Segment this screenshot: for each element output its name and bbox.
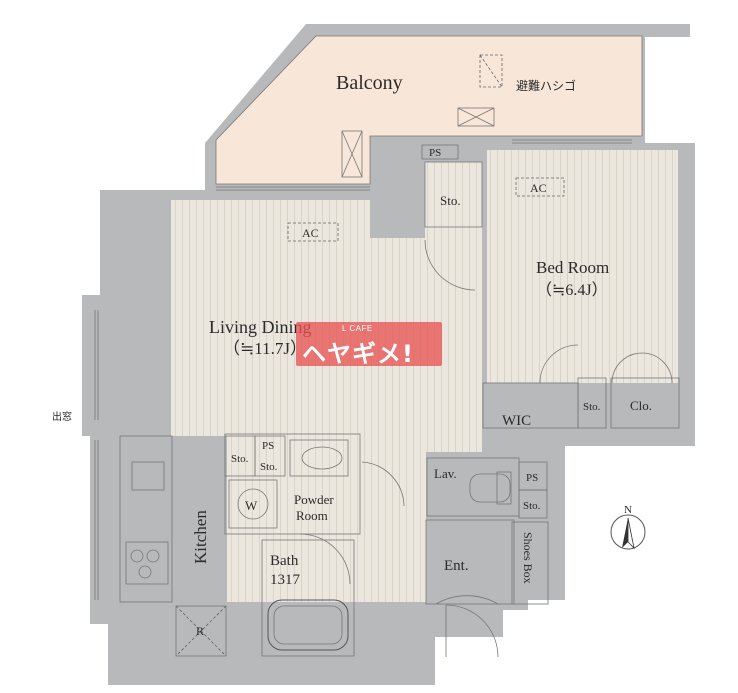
- bed-room-label: Bed Room: [536, 258, 609, 277]
- ac-bedroom-label: AC: [530, 181, 547, 195]
- sto-lav-label: Sto.: [523, 500, 541, 512]
- living-dining-size-label: （≒11.7J）: [223, 339, 307, 358]
- clo-label: Clo.: [630, 398, 652, 413]
- sto-powder2-label: Sto.: [260, 461, 278, 473]
- kitchen-label: Kitchen: [191, 510, 210, 564]
- refrigerator-label: R: [196, 624, 204, 638]
- ac-living-label: AC: [302, 226, 319, 240]
- bedroom-floor: [487, 150, 678, 383]
- sto-powder-label: Sto.: [231, 453, 249, 465]
- bath-label: Bath: [270, 553, 299, 569]
- ent-label: Ent.: [444, 558, 469, 574]
- ps-top-label: PS: [429, 147, 441, 159]
- washer-label: W: [245, 498, 258, 513]
- living-dining-label: Living Dining: [209, 317, 312, 337]
- sto-top-label: Sto.: [440, 193, 461, 208]
- compass-north-label: N: [624, 504, 632, 516]
- sto-bedroom-label: Sto.: [583, 401, 601, 413]
- shoes-box-label: Shoes Box: [521, 532, 535, 584]
- ps-lav-label: PS: [526, 472, 538, 484]
- wic-label: WIC: [502, 413, 531, 429]
- powder-label-2: Room: [296, 508, 328, 523]
- bath-size-label: 1317: [270, 572, 301, 588]
- ps-powder-label: PS: [262, 440, 274, 452]
- bay-window-label: 出窓: [52, 410, 72, 423]
- powder-label-1: Powder: [294, 492, 334, 507]
- balcony-area: [216, 36, 642, 184]
- watermark-small-text: L CAFE: [342, 324, 373, 333]
- compass: [610, 514, 646, 550]
- escape-ladder-label: 避難ハシゴ: [516, 78, 576, 93]
- living-dining-floor: [171, 162, 482, 602]
- bed-room-size-label: （≒6.4J）: [536, 281, 608, 299]
- balcony-label: Balcony: [336, 72, 403, 94]
- watermark-large-text: ヘヤギメ!: [302, 340, 414, 368]
- lav-label: Lav.: [434, 466, 457, 481]
- watermark-logo: L CAFE ヘヤギメ!: [296, 322, 442, 368]
